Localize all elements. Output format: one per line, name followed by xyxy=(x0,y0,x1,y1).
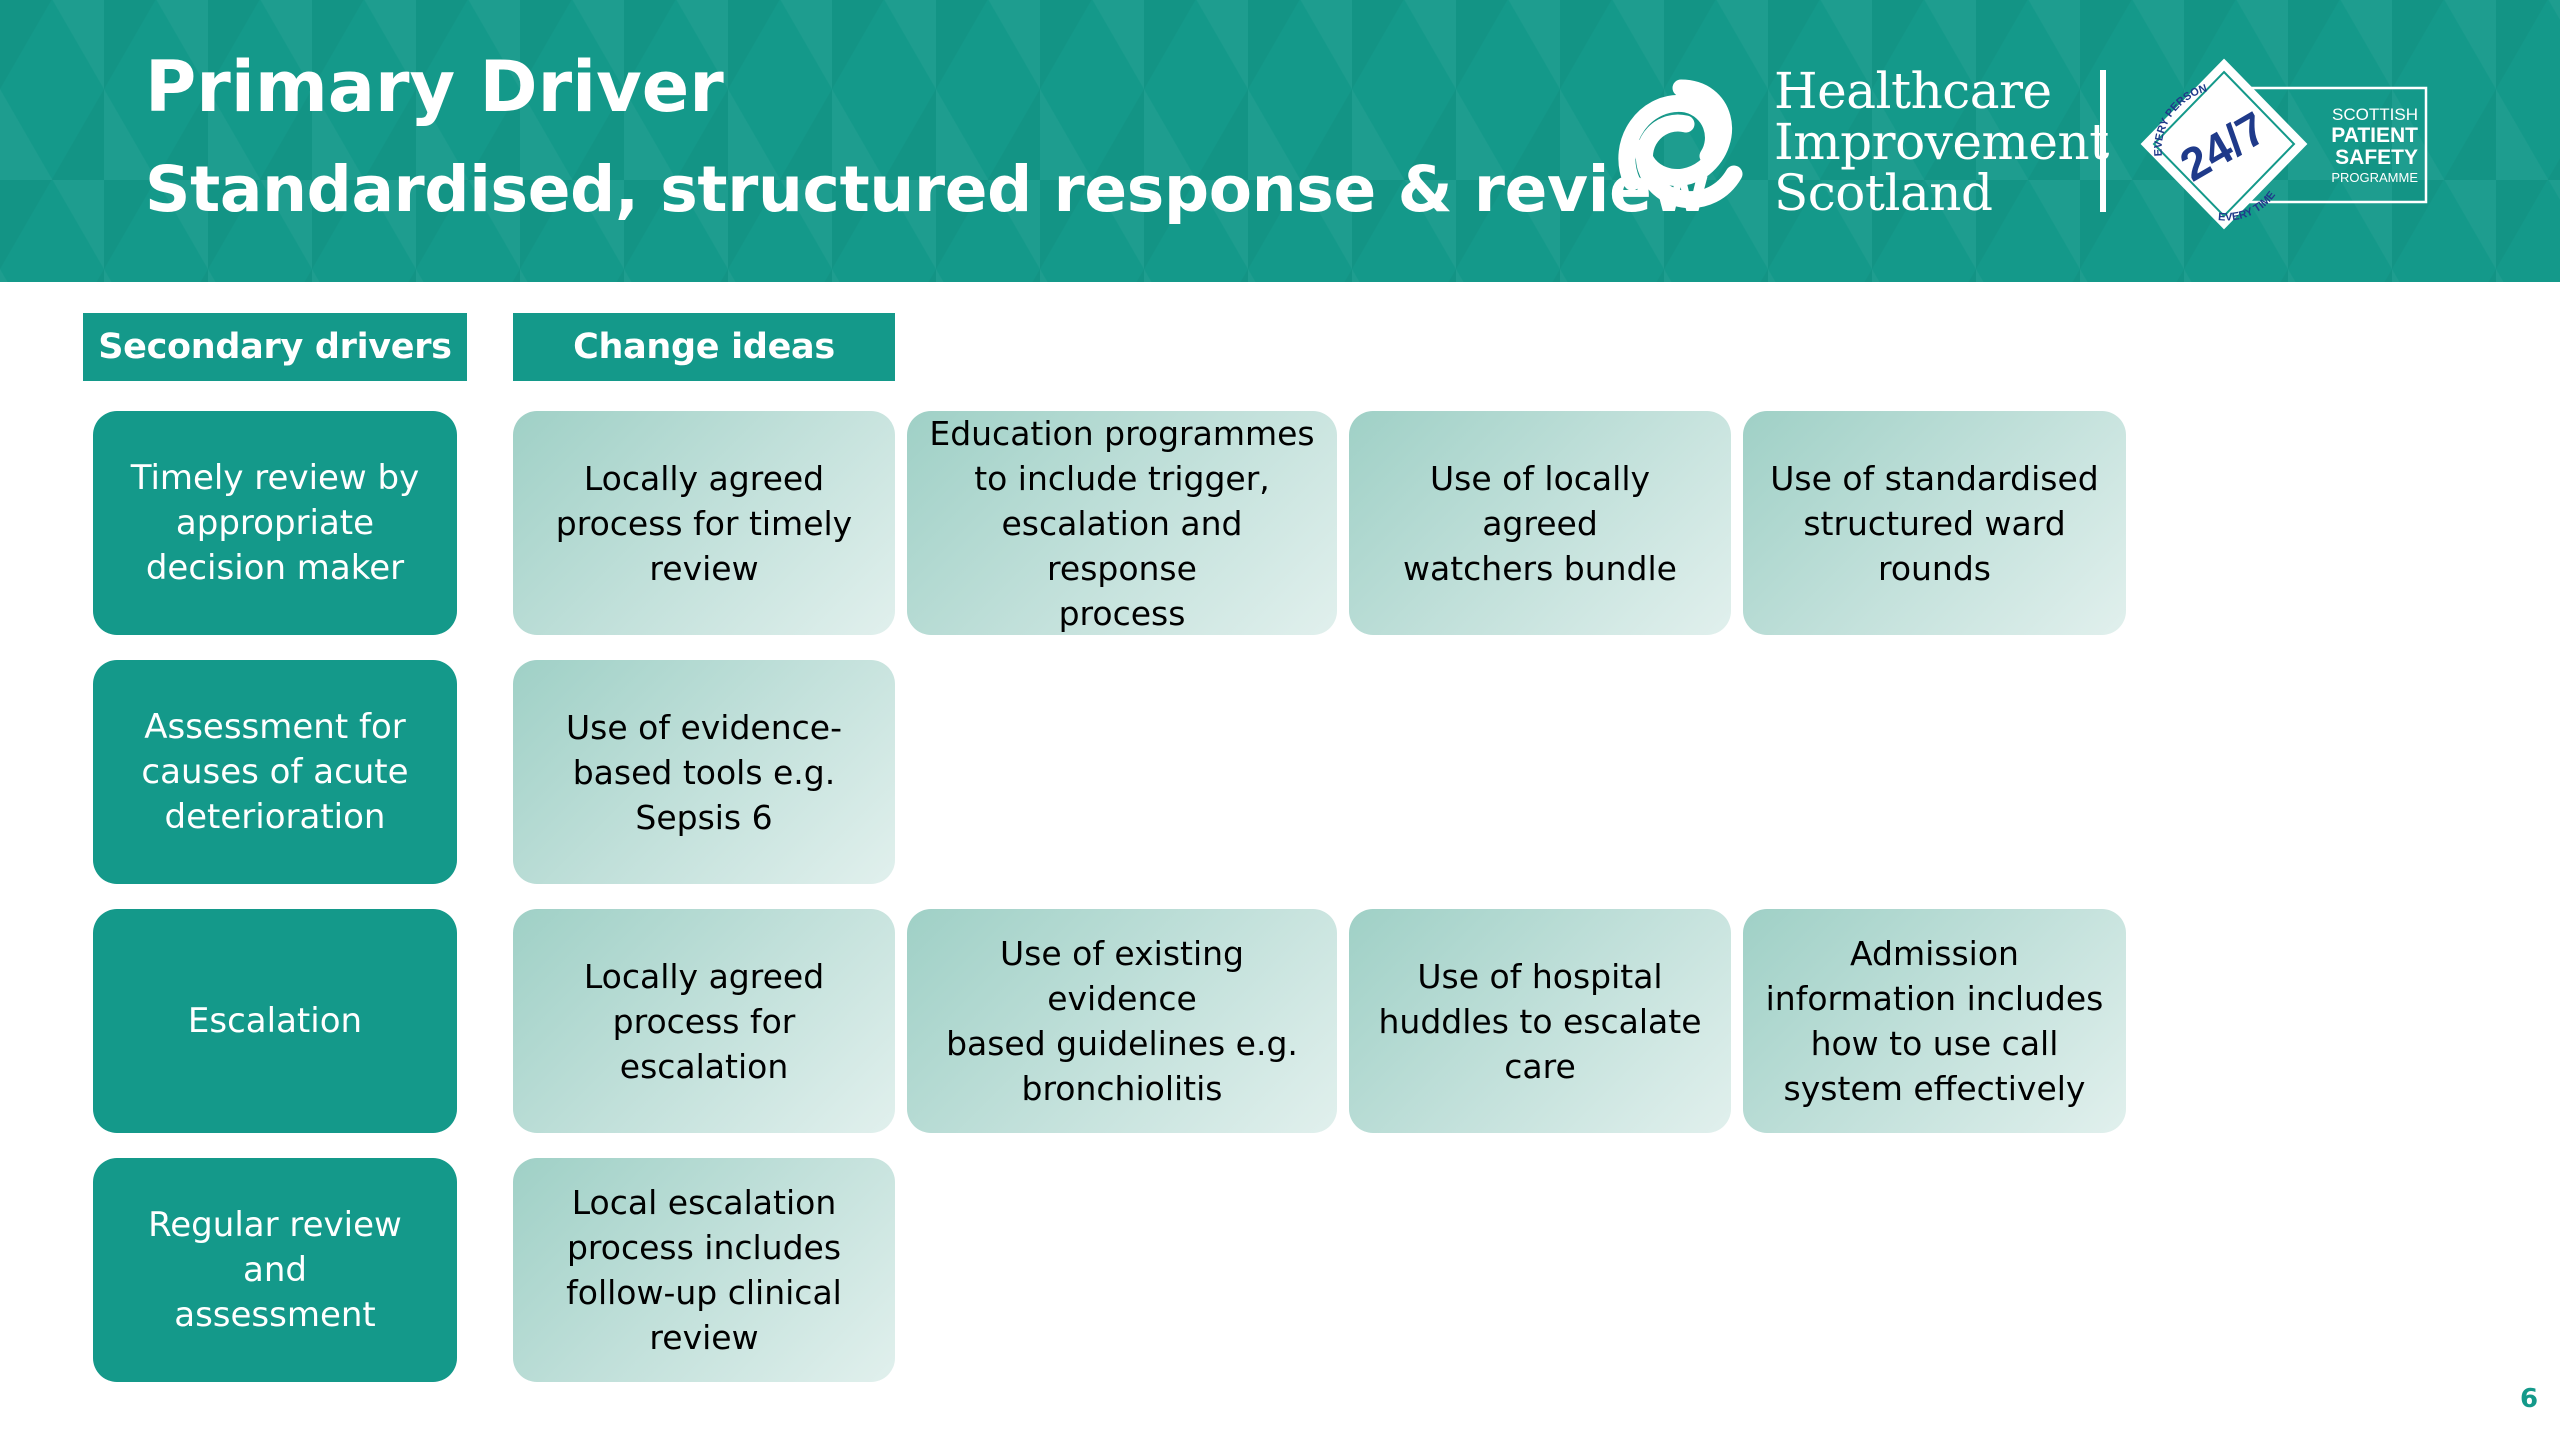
change-idea-card: Locally agreed process for escalation xyxy=(513,909,895,1133)
secondary-driver-escalation: Escalation xyxy=(93,909,457,1133)
scottish-patient-safety-programme-logo: EVERY PERSON EVERY TIME 24/7 SCOTTISH PA… xyxy=(2140,58,2428,230)
logo-divider xyxy=(2100,70,2106,212)
secondary-driver-assessment: Assessment for causes of acute deteriora… xyxy=(93,660,457,884)
spsp-line-2: PATIENT xyxy=(2331,124,2418,147)
change-idea-card: Use of locally agreed watchers bundle xyxy=(1349,411,1731,635)
change-idea-card: Use of hospital huddles to escalate care xyxy=(1349,909,1731,1133)
change-idea-card: Education programmes to include trigger,… xyxy=(907,411,1337,635)
change-idea-card: Admission information includes how to us… xyxy=(1743,909,2126,1133)
page-title: Primary Driver xyxy=(145,46,724,128)
change-idea-card: Use of evidence- based tools e.g. Sepsis… xyxy=(513,660,895,884)
page-subtitle: Standardised, structured response & revi… xyxy=(145,153,1710,226)
page-number: 6 xyxy=(2520,1384,2539,1414)
spsp-line-4: PROGRAMME xyxy=(2331,170,2418,185)
header-banner xyxy=(0,0,2560,282)
change-idea-card: Local escalation process includes follow… xyxy=(513,1158,895,1382)
trefoil-knot-icon xyxy=(1618,79,1743,208)
secondary-drivers-header: Secondary drivers xyxy=(83,313,467,381)
spsp-line-1: SCOTTISH xyxy=(2332,105,2418,124)
change-idea-card: Use of standardised structured ward roun… xyxy=(1743,411,2126,635)
secondary-driver-timely-review: Timely review by appropriate decision ma… xyxy=(93,411,457,635)
secondary-driver-regular-review: Regular review and assessment xyxy=(93,1158,457,1382)
his-logo-line-1: Healthcare xyxy=(1774,62,2052,120)
change-idea-card: Locally agreed process for timely review xyxy=(513,411,895,635)
spsp-line-3: SAFETY xyxy=(2335,146,2418,169)
his-logo-line-2: Improvement xyxy=(1774,113,2109,171)
change-ideas-header: Change ideas xyxy=(513,313,895,381)
his-logo-line-3: Scotland xyxy=(1774,164,1993,222)
healthcare-improvement-scotland-logo: Healthcare Improvement Scotland xyxy=(1606,66,2109,226)
change-idea-card: Use of existing evidence based guideline… xyxy=(907,909,1337,1133)
